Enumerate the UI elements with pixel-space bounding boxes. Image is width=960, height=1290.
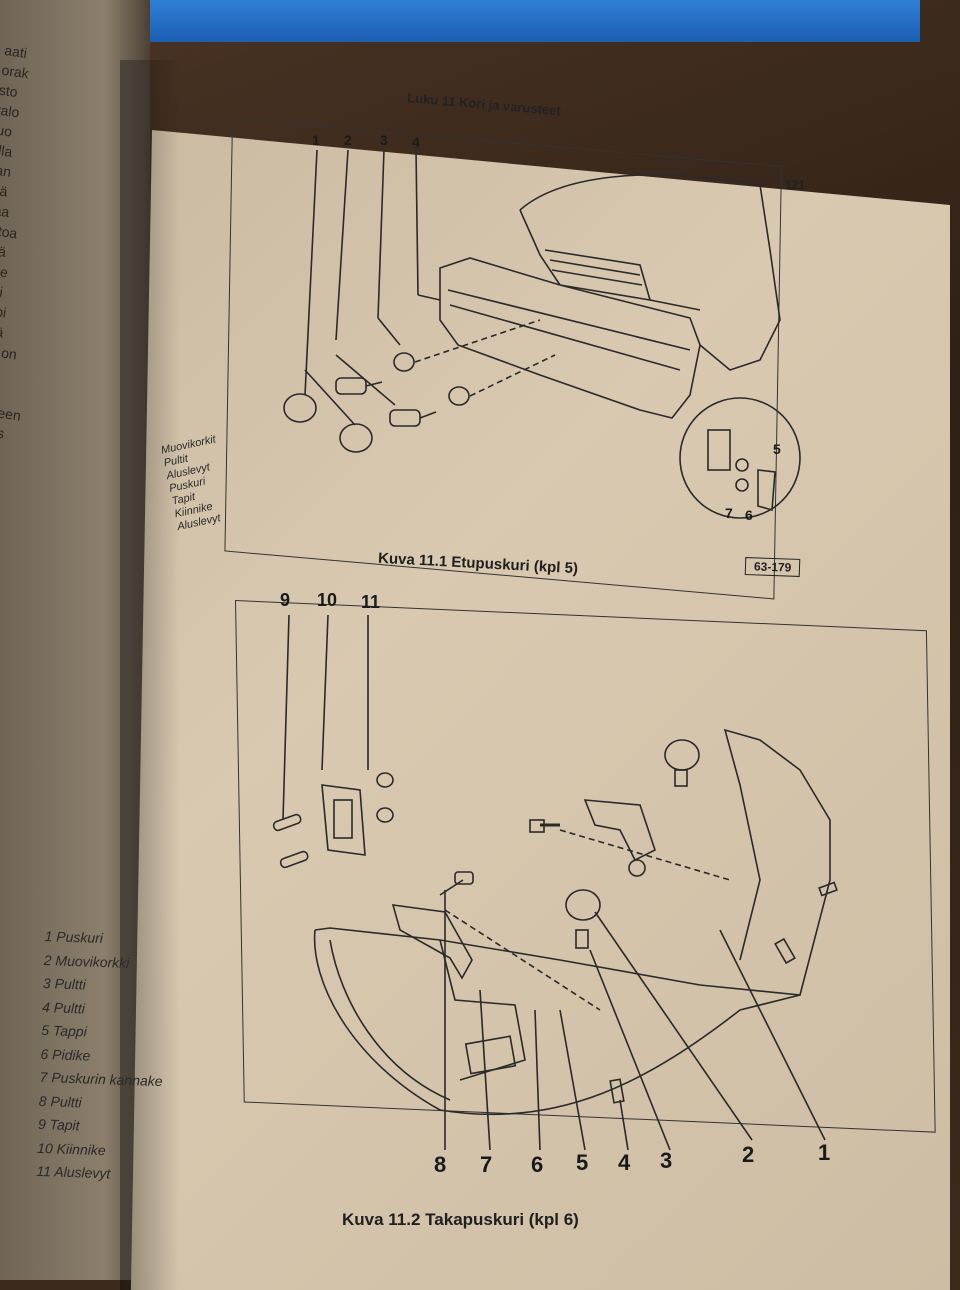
callout-5: 5 [773, 441, 781, 457]
callout-11: 11 [361, 592, 381, 612]
callout-2: 2 [742, 1142, 755, 1167]
page-number: 121 [785, 178, 806, 192]
legend-label: Aluslevyt [54, 1163, 111, 1182]
legend-label: Pultti [54, 975, 87, 993]
callout-4: 4 [412, 134, 420, 150]
callout-4: 4 [618, 1150, 631, 1175]
legend-number: 7 [39, 1068, 52, 1086]
callout-6: 6 [745, 507, 753, 523]
callout-1: 1 [818, 1140, 831, 1165]
legend-number: 4 [41, 998, 55, 1015]
legend-label: Pultti [50, 1092, 82, 1110]
callout-7: 7 [480, 1152, 493, 1177]
blue-book-cover [110, 0, 920, 42]
legend-item: 9 Tapit [38, 1113, 162, 1141]
legend-item: 7 Puskurin kannake [39, 1066, 163, 1094]
legend-item: 3 Pultti [43, 972, 167, 1000]
figure2-caption: Kuva 11.2 Takapuskuri (kpl 6) [342, 1210, 579, 1229]
legend-item: 11 Aluslevyt [36, 1160, 160, 1188]
legend-label: Tapit [49, 1116, 80, 1134]
legend-label: Puskurin kannake [51, 1069, 163, 1090]
legend-item: 1 Puskuri [44, 925, 168, 953]
callout-9: 9 [280, 590, 291, 610]
legend-item: 5 Tappi [41, 1019, 165, 1047]
legend-label: Pidike [51, 1045, 91, 1064]
legend-number: 2 [43, 951, 56, 968]
legend-label: Muovikorkki [55, 951, 130, 971]
callout-10: 10 [317, 590, 338, 610]
page-gutter-shadow [120, 60, 180, 1290]
callout-8: 8 [434, 1152, 447, 1177]
callout-3: 3 [380, 132, 388, 148]
legend-label: Pultti [53, 998, 86, 1016]
callout-7: 7 [725, 505, 733, 521]
legend-number: 9 [37, 1115, 51, 1133]
manual-page [130, 130, 950, 1290]
callout-5: 5 [576, 1150, 589, 1175]
callout-2: 2 [344, 132, 352, 148]
legend-number: 11 [36, 1162, 55, 1180]
callout-1: 1 [312, 132, 320, 148]
legend-number: 8 [38, 1092, 51, 1109]
callout-3: 3 [660, 1148, 673, 1173]
legend-number: 10 [36, 1139, 57, 1157]
callout-6: 6 [531, 1152, 544, 1177]
legend-number: 1 [44, 927, 57, 945]
legend-number: 3 [42, 974, 55, 992]
legend-label: Puskuri [56, 928, 104, 947]
legend-number: 6 [40, 1045, 53, 1062]
legend-number: 5 [41, 1021, 54, 1039]
legend-label: Tappi [52, 1022, 88, 1040]
legend-label: Kiinnike [56, 1140, 106, 1158]
